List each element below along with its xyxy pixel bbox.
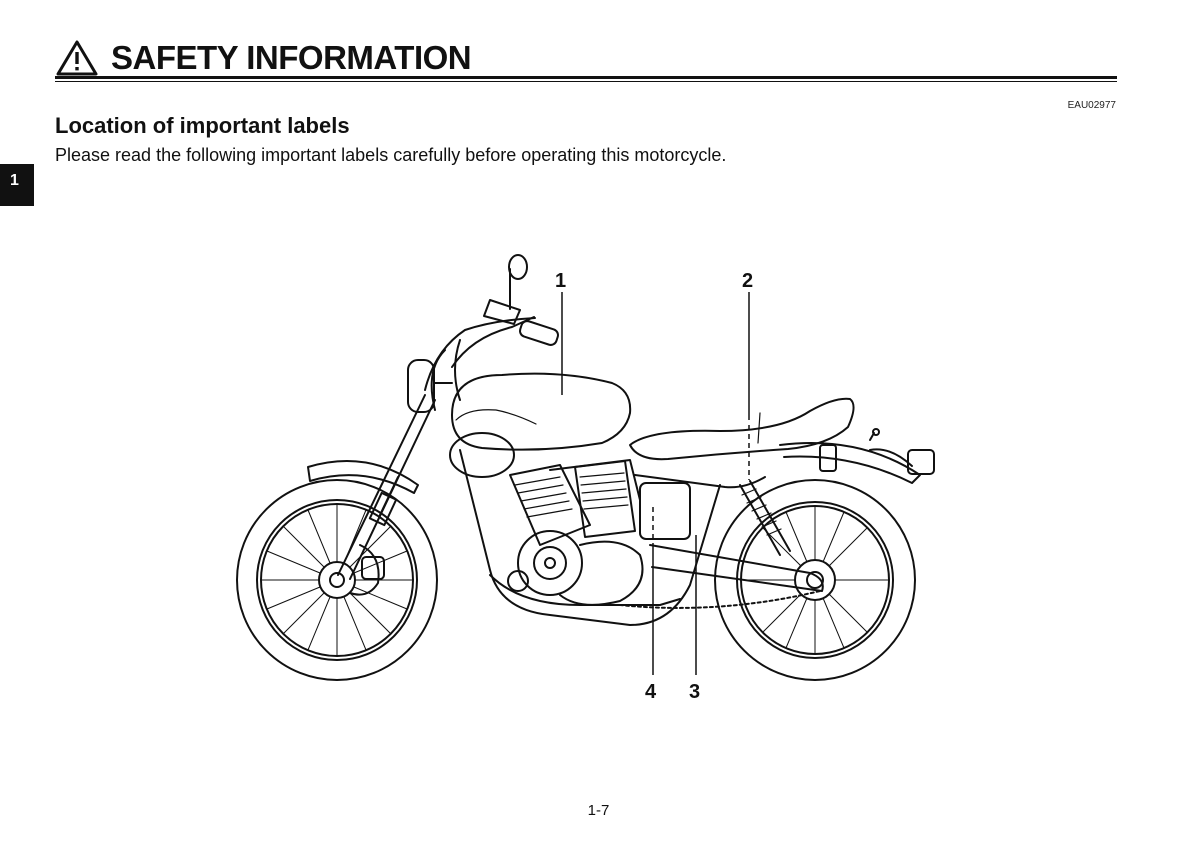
header-rule-thick: [55, 76, 1117, 79]
seat: [629, 397, 855, 461]
callout-2: 2: [742, 270, 753, 292]
chapter-tab: 1: [0, 164, 34, 206]
rear-reflector: [819, 444, 837, 472]
handlebar: [424, 254, 559, 411]
page-header: SAFETY INFORMATION: [55, 36, 1117, 86]
reference-code: EAU02977: [1067, 100, 1116, 111]
page-title: SAFETY INFORMATION: [111, 39, 472, 76]
header-rule-thin: [55, 81, 1117, 82]
tail-light: [869, 428, 935, 475]
callout-1: 1: [555, 270, 566, 292]
rear-wheel: [714, 479, 916, 681]
front-fork: [337, 394, 436, 580]
callout-4: 4: [645, 681, 657, 703]
front-wheel: [236, 479, 438, 681]
frame: [459, 449, 766, 626]
header-title-group: SAFETY INFORMATION: [55, 36, 472, 80]
rear-shock: [739, 480, 791, 556]
drive-chain: [619, 590, 821, 609]
page-number: 1-7: [587, 802, 610, 819]
intro-text: Please read the following important labe…: [55, 145, 727, 165]
motorcycle-illustration: 1 2 3 4: [220, 245, 980, 725]
front-fender: [307, 460, 419, 494]
warning-triangle-icon: [56, 40, 98, 76]
section-heading: Location of important labels: [55, 113, 350, 138]
engine: [507, 460, 644, 606]
tank-side-cover: [449, 432, 515, 478]
exhaust-pipe: [489, 574, 681, 606]
headlight: [407, 359, 453, 413]
callout-3: 3: [689, 681, 700, 703]
motorcycle-drawing: 1 2 3 4: [236, 254, 935, 703]
fuel-tank: [451, 372, 632, 451]
rear-fender: [779, 442, 921, 484]
